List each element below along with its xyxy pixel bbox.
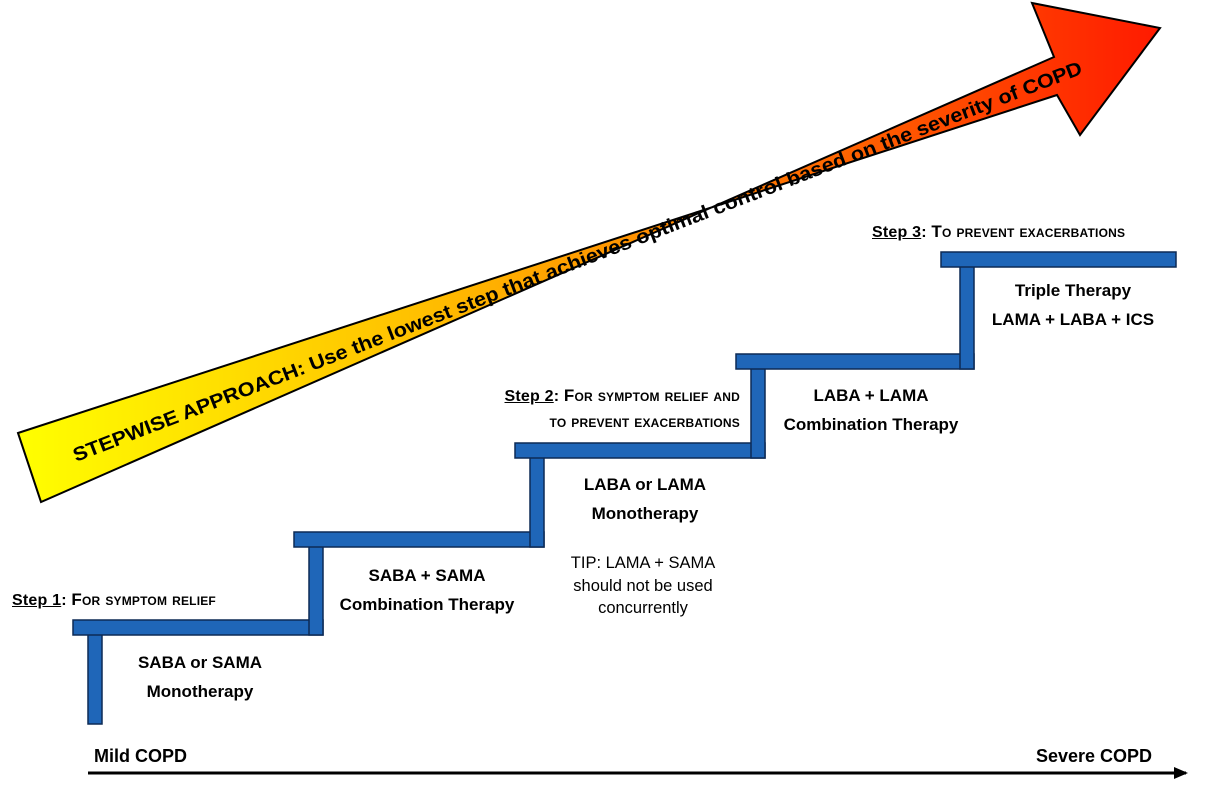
step1-therapy-line2: Monotherapy bbox=[146, 682, 254, 702]
step3-therapy-line2: LAMA + LABA + ICS bbox=[991, 310, 1155, 330]
step1b-therapy-line1: SABA + SAMA bbox=[368, 566, 486, 585]
stair-step-1 bbox=[72, 619, 324, 636]
step1b-therapy-line2: Combination Therapy bbox=[339, 595, 515, 615]
stair-post bbox=[87, 633, 103, 725]
step2-tip: TIP: LAMA + SAMA should not be used conc… bbox=[548, 553, 738, 619]
stair-step-3 bbox=[514, 442, 766, 459]
axis-right-label: Severe COPD bbox=[1036, 746, 1153, 766]
stair-riser-3 bbox=[750, 366, 766, 459]
step1-heading-text: For symptom relief bbox=[71, 590, 216, 609]
step3-heading: Step 3: To prevent exacerbations bbox=[872, 222, 1126, 241]
step2-heading-text2: to prevent exacerbations bbox=[549, 412, 740, 431]
step1-heading: Step 1: For symptom relief bbox=[12, 590, 216, 609]
step2-therapy-line1: LABA or LAMA bbox=[583, 475, 707, 494]
step3-therapy: Triple Therapy LAMA + LABA + ICS bbox=[978, 280, 1168, 331]
step2-heading-text1: For symptom relief and bbox=[563, 386, 740, 405]
step2-therapy-line2: Monotherapy bbox=[591, 504, 699, 524]
step3-heading-text: To prevent exacerbations bbox=[931, 222, 1126, 241]
step2-therapy: LABA or LAMA Monotherapy bbox=[560, 474, 730, 525]
stair-step-2 bbox=[293, 531, 545, 548]
step1b-therapy: SABA + SAMA Combination Therapy bbox=[322, 565, 532, 616]
step1-heading-prefix: Step 1 bbox=[12, 592, 62, 609]
step3-heading-prefix: Step 3 bbox=[872, 224, 922, 241]
stairs bbox=[72, 251, 1177, 725]
stair-step-4 bbox=[735, 353, 975, 370]
stair-riser-4 bbox=[959, 265, 975, 370]
step2b-therapy-line2: Combination Therapy bbox=[783, 415, 959, 435]
stair-riser-2 bbox=[529, 456, 545, 548]
step2-heading-prefix: Step 2 bbox=[504, 388, 554, 405]
step2-tip-line2: should not be used bbox=[573, 576, 713, 595]
stepwise-arrow-shape bbox=[16, 1, 1162, 504]
step2-heading: Step 2: For symptom relief and to preven… bbox=[504, 386, 740, 431]
step2-tip-line3: concurrently bbox=[598, 599, 688, 618]
step1-therapy-line1: SABA or SAMA bbox=[137, 653, 263, 672]
step3-therapy-line1: Triple Therapy bbox=[1014, 281, 1132, 300]
axis-left-label: Mild COPD bbox=[94, 746, 187, 766]
step2-tip-line1: TIP: LAMA + SAMA bbox=[570, 554, 716, 572]
step2b-therapy: LABA + LAMA Combination Therapy bbox=[766, 385, 976, 436]
step2b-therapy-line1: LABA + LAMA bbox=[813, 386, 929, 405]
step1-therapy: SABA or SAMA Monotherapy bbox=[120, 652, 280, 703]
stair-step-5 bbox=[940, 251, 1177, 268]
stair-riser-1 bbox=[308, 544, 324, 636]
